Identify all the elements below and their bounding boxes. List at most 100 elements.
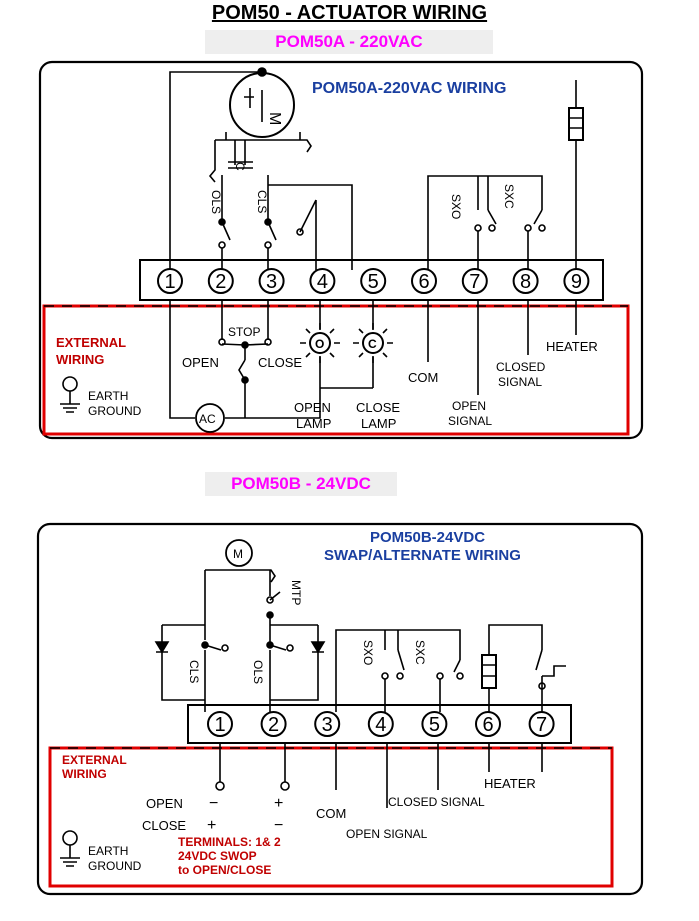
close-label-a: CLOSE (258, 355, 302, 370)
terminal-2-circle (260, 711, 287, 737)
note-line-2: 24VDC SWOP (178, 849, 257, 863)
mtp-label: MTP (289, 580, 303, 605)
motor-b-icon (225, 539, 253, 567)
ols-label: OLS (209, 190, 223, 214)
cls-label: CLS (255, 190, 269, 213)
earth-ground-b-icon (62, 830, 78, 846)
motor-label: M (266, 112, 283, 125)
section-a-subtitle: POM50A - 220VAC (205, 30, 493, 54)
heater-b-icon (481, 654, 497, 689)
open-signal-label-b: OPEN SIGNAL (346, 827, 428, 841)
sxo-b-label: SXO (361, 640, 375, 665)
terminal-block-b (187, 704, 572, 744)
open-minus: − (209, 795, 218, 812)
terminal-8-label: 8 (520, 271, 531, 293)
terminal-3-label: 3 (322, 714, 333, 736)
terminal-1-label: 1 (214, 714, 225, 736)
motor-b-label: M (233, 547, 243, 561)
heading-a: POM50A-220VAC WIRING (312, 80, 506, 97)
terminal-3-circle (258, 268, 285, 294)
terminal-6-label: 6 (482, 714, 493, 736)
open-lamp-label-1: OPEN (294, 400, 331, 415)
terminal-2-label: 2 (268, 714, 279, 736)
open-plus: + (274, 795, 283, 812)
open-lamp-o: O (315, 337, 324, 351)
close-minus: − (274, 817, 283, 834)
external-label-b1: EXTERNAL (62, 753, 127, 767)
external-box-b (48, 746, 614, 888)
com-label-b: COM (316, 806, 346, 821)
panel-b-border (36, 522, 644, 896)
diagram-220vac: POM50A-220VAC WIRING M C OLS CLS SXO SXC (38, 60, 644, 440)
closed-signal-label-1: CLOSED (496, 360, 546, 374)
external-label-a1: EXTERNAL (56, 335, 126, 350)
open-signal-label-1: OPEN (452, 399, 486, 413)
note-line-3: to OPEN/CLOSE (178, 863, 271, 877)
earth-ground-icon (62, 376, 78, 392)
terminal-4-label: 4 (317, 271, 328, 293)
earth-label-b1: EARTH (88, 844, 128, 858)
sxo-label: SXO (449, 194, 463, 219)
capacitor-label: C (233, 162, 247, 171)
terminal-7-circle (528, 711, 555, 737)
external-label-a2: WIRING (56, 352, 104, 367)
terminal-7-label: 7 (469, 271, 480, 293)
terminal-3-label: 3 (266, 271, 277, 293)
earth-label-b2: GROUND (88, 859, 142, 873)
heater-label-a: HEATER (546, 339, 598, 354)
close-lamp-label-1: CLOSE (356, 400, 400, 415)
close-label-b: CLOSE (142, 818, 186, 833)
open-lamp-label-2: LAMP (296, 416, 331, 431)
terminal-5-label: 5 (429, 714, 440, 736)
close-plus: + (207, 817, 216, 834)
heading-b1: POM50B-24VDC (370, 529, 485, 546)
terminal-2-label: 2 (215, 271, 226, 293)
terminal-8-circle (512, 268, 539, 294)
earth-label-a2: GROUND (88, 404, 142, 418)
cls-b-label: CLS (187, 660, 201, 683)
terminal-5-circle (421, 711, 448, 737)
ols-b-label: OLS (251, 660, 265, 684)
external-label-b2: WIRING (62, 767, 107, 781)
terminal-5-label: 5 (368, 271, 379, 293)
terminal-1-circle (157, 268, 183, 294)
terminal-3-circle (314, 711, 341, 737)
terminal-6-circle (475, 711, 501, 737)
note-line-1: TERMINALS: 1& 2 (178, 835, 281, 849)
terminal-9-circle (563, 268, 590, 294)
terminal-4-label: 4 (375, 714, 386, 736)
close-lamp-c: C (368, 337, 377, 351)
terminal-1-circle (207, 711, 233, 737)
terminal-6-circle (411, 268, 437, 294)
page-title: POM50 - ACTUATOR WIRING (211, 2, 488, 24)
terminal-4-circle (367, 711, 394, 737)
section-b-subtitle: POM50B - 24VDC (205, 472, 397, 496)
com-label-a: COM (408, 370, 438, 385)
heater-label-b: HEATER (484, 776, 536, 791)
close-lamp-icon (362, 332, 384, 354)
terminal-2-circle (207, 268, 234, 294)
close-lamp-label-2: LAMP (361, 416, 396, 431)
terminal-5-circle (360, 268, 387, 294)
terminal-6-label: 6 (418, 271, 429, 293)
ac-label: AC (199, 412, 216, 426)
earth-label-a1: EARTH (88, 389, 128, 403)
heater-icon (568, 107, 584, 141)
closed-signal-label-b: CLOSED SIGNAL (388, 795, 485, 809)
open-signal-label-2: SIGNAL (448, 414, 492, 428)
open-label-a: OPEN (182, 355, 219, 370)
closed-signal-label-2: SIGNAL (498, 375, 542, 389)
heading-b2: SWAP/ALTERNATE WIRING (324, 547, 521, 564)
open-label-b: OPEN (146, 796, 183, 811)
terminal-1-label: 1 (164, 271, 175, 293)
terminal-block-a (139, 259, 604, 301)
stop-label: STOP (228, 325, 260, 339)
terminals-a: 1 2 3 4 5 6 7 8 9 (157, 268, 590, 294)
terminal-9-label: 9 (571, 271, 582, 293)
diagram-24vdc: POM50B-24VDC SWAP/ALTERNATE WIRING M MTP… (36, 522, 644, 896)
sxc-b-label: SXC (413, 640, 427, 665)
sxc-label: SXC (502, 184, 516, 209)
terminal-7-circle (461, 268, 488, 294)
